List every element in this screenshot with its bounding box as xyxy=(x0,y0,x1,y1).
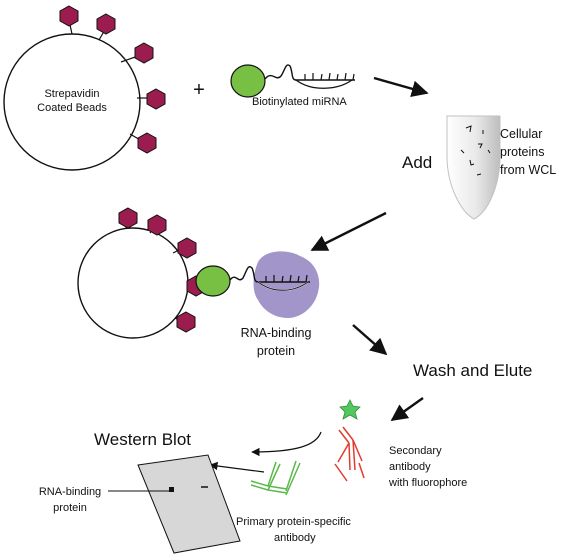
western-blot-membrane xyxy=(108,454,241,554)
mirna-label: Biotinylated miRNA xyxy=(252,96,347,108)
bound-mirna-protein xyxy=(195,251,320,318)
beads-label-line1: Strepavidin xyxy=(44,88,99,100)
arrow-to-complex xyxy=(310,211,387,252)
cellular-label-line2: proteins xyxy=(500,145,544,159)
rna-binding-protein-blob xyxy=(253,251,320,318)
secondary-label-line3: with fluorophore xyxy=(388,477,467,489)
rbp-label-line2: protein xyxy=(257,344,295,358)
primary-antibody xyxy=(250,460,301,496)
plus-sign: + xyxy=(193,79,205,101)
streptavidin-hexagon xyxy=(176,311,196,333)
arrow-to-secondary xyxy=(390,397,424,421)
protein-fragment-marks xyxy=(460,125,491,176)
wash-label: Wash and Elute xyxy=(413,361,532,380)
streptavidin-hexagon xyxy=(59,5,79,27)
cellular-label-line1: Cellular xyxy=(500,127,542,141)
biotinylated-mirna xyxy=(230,64,355,98)
arrow-to-western-blot xyxy=(251,431,322,457)
protein-band xyxy=(169,487,174,492)
rbp-label-line1: RNA-binding xyxy=(241,326,312,340)
primary-label-line2: antibody xyxy=(274,532,316,544)
streptavidin-hexagon xyxy=(147,214,167,236)
arrow-primary-to-blot xyxy=(209,461,265,473)
streptavidin-hexagon xyxy=(146,88,166,110)
biotin-ball-bound xyxy=(195,265,231,297)
beads-label-line2: Coated Beads xyxy=(37,102,107,114)
streptavidin-hexagon xyxy=(177,237,197,259)
streptavidin-hexagon xyxy=(137,132,157,154)
biotin-ball xyxy=(230,64,266,98)
secondary-antibody xyxy=(334,399,365,482)
add-label: Add xyxy=(402,153,432,172)
cell-lysate-tube xyxy=(446,115,501,220)
streptavidin-bead xyxy=(3,5,166,171)
secondary-label-line2: antibody xyxy=(389,461,431,473)
fluorophore-star xyxy=(339,399,361,420)
cellular-label-line3: from WCL xyxy=(500,163,556,177)
streptavidin-hexagon xyxy=(134,42,154,64)
blot-rbp-label-line1: RNA-binding xyxy=(39,486,101,498)
bead-complex xyxy=(77,207,206,339)
streptavidin-hexagon xyxy=(96,13,116,35)
blot-rbp-label-line2: protein xyxy=(53,502,87,514)
western-blot-title: Western Blot xyxy=(94,430,191,449)
arrow-to-tube xyxy=(373,76,429,97)
streptavidin-hexagon xyxy=(118,207,138,229)
secondary-label-line1: Secondary xyxy=(389,445,442,457)
primary-label-line1: Primary protein-specific xyxy=(236,516,351,528)
arrow-to-wash xyxy=(352,324,388,356)
